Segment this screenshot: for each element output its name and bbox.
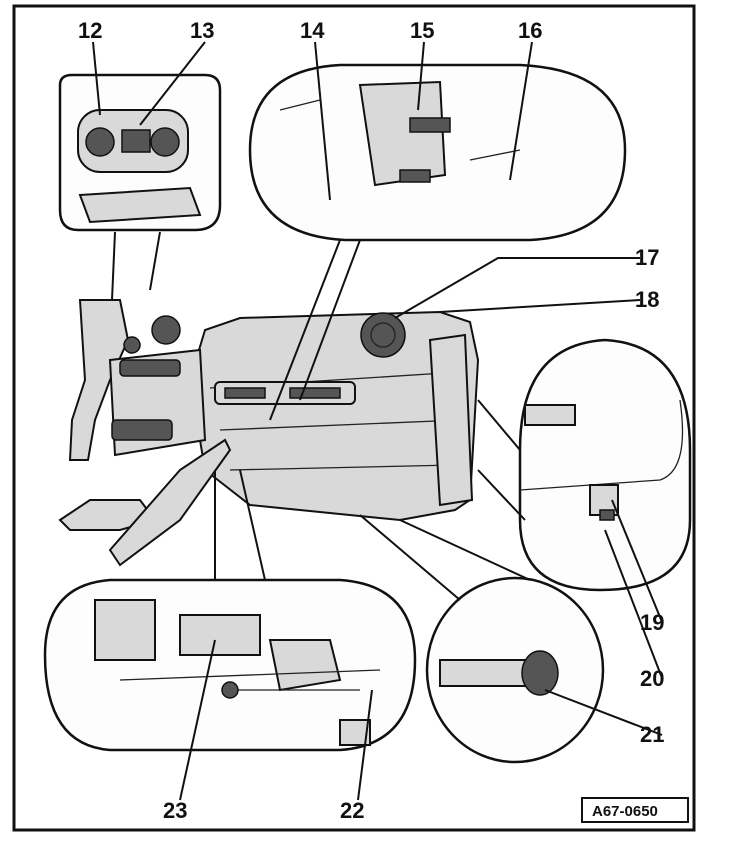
callout-21: 21	[640, 722, 664, 747]
callout-14: 14	[300, 18, 325, 43]
callout-18: 18	[635, 287, 659, 312]
callout-16: 16	[518, 18, 542, 43]
dashboard-assembly	[188, 310, 480, 522]
figure-code: A67-0650	[592, 803, 658, 820]
detail-bubble-glovebox	[248, 63, 627, 421]
callout-22: 22	[340, 798, 364, 823]
callout-12: 12	[78, 18, 102, 43]
callout-13: 13	[190, 18, 214, 43]
detail-bubble-hinge	[359, 514, 605, 764]
center-console	[58, 299, 232, 567]
callout-17: 17	[635, 245, 659, 270]
callout-23: 23	[163, 798, 187, 823]
detail-bubble-lower	[43, 469, 417, 752]
callout-20: 20	[640, 666, 664, 691]
callout-15: 15	[410, 18, 434, 43]
detail-bubble-latch	[477, 338, 692, 592]
callout-19: 19	[640, 610, 664, 635]
air-vent-part	[360, 312, 406, 358]
figure-code-box	[581, 797, 689, 823]
leader-lines	[92, 41, 663, 801]
